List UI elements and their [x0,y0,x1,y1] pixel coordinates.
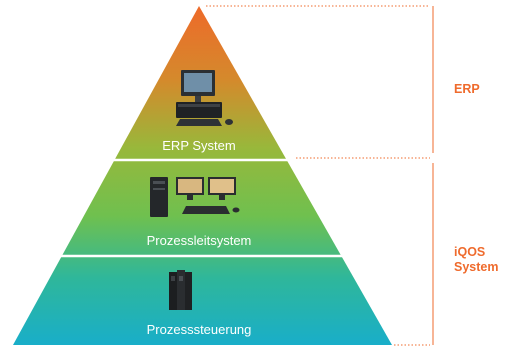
layer-label-prozesssteuerung: Prozesssteuerung [147,322,252,337]
computer-workstation-icon [176,70,233,126]
bracket-label-iqos-line2: System [454,260,499,274]
bracket-label-erp: ERP [454,82,480,96]
layer-label-erp-system: ERP System [162,138,235,153]
plc-controller-icon [169,270,192,310]
bracket-label-iqos-line1: iQOS [454,245,486,259]
control-station-monitors-icon [150,177,240,217]
bracket-label-iqos-system: iQOS System [454,245,504,275]
layer-label-prozessleitsystem: Prozessleitsystem [147,233,252,248]
pyramid-shape [13,6,392,345]
